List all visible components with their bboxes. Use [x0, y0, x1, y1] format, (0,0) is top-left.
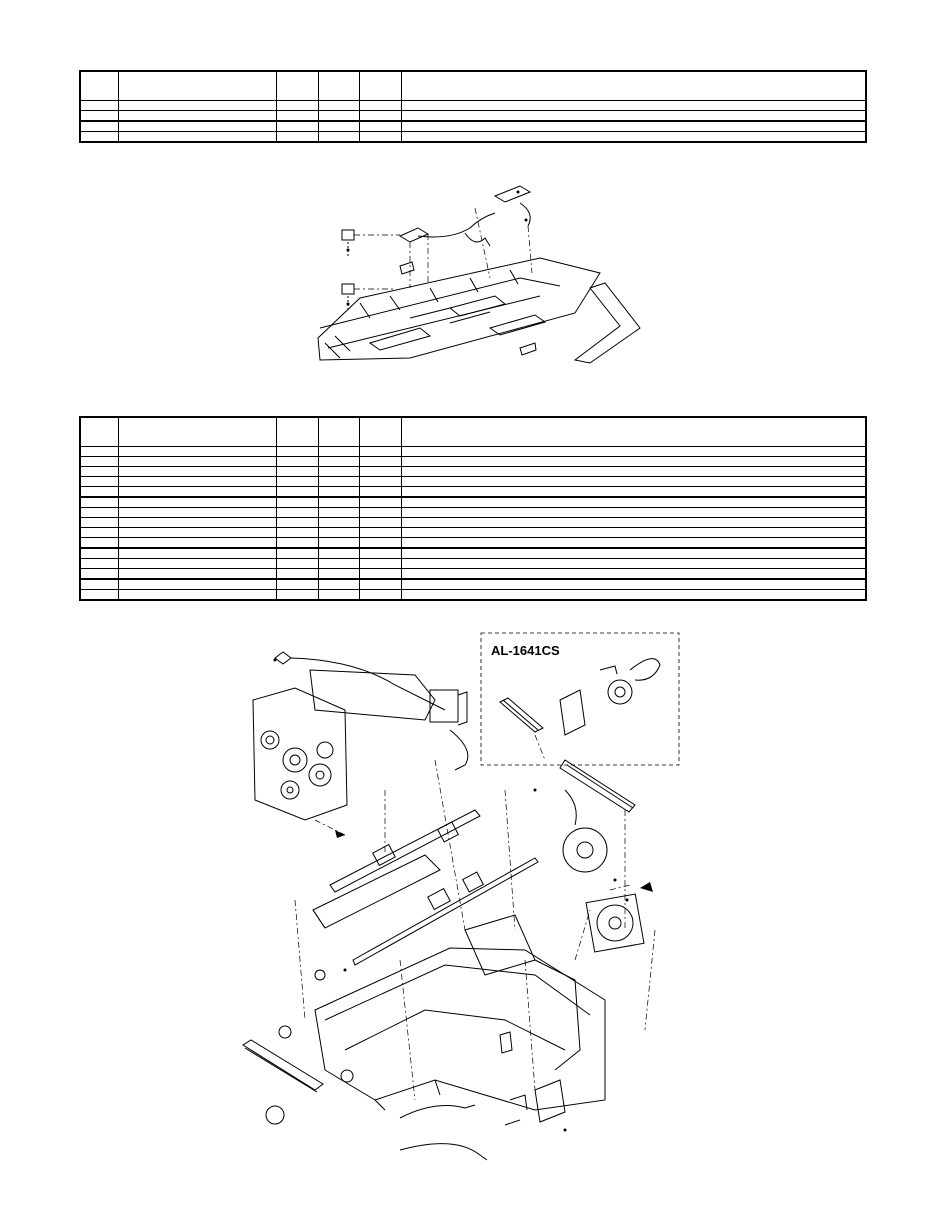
inset-box [480, 632, 680, 766]
table-row [80, 517, 866, 528]
table-row [80, 507, 866, 518]
table-row [80, 110, 866, 121]
table-row [80, 589, 866, 600]
table-row [80, 486, 866, 497]
table-row [80, 578, 866, 590]
table-row [80, 446, 866, 457]
table-row [80, 456, 866, 467]
table-row [80, 547, 866, 559]
inset-model-label: AL-1641CS [491, 643, 560, 658]
table-row [80, 527, 866, 538]
exploded-diagram-tray [317, 185, 641, 364]
table-row [80, 476, 866, 487]
table-row [80, 558, 866, 569]
table-header-row [80, 417, 866, 447]
exploded-diagram-main-frame [242, 632, 680, 1161]
table-row [80, 120, 866, 132]
table-row [80, 466, 866, 477]
parts-table-1 [79, 70, 867, 143]
table-row [80, 568, 866, 579]
parts-table-2 [79, 416, 867, 601]
table-row [80, 537, 866, 548]
table-header-row [80, 71, 866, 101]
table-row [80, 131, 866, 142]
table-row [80, 100, 866, 111]
table-row [80, 496, 866, 508]
